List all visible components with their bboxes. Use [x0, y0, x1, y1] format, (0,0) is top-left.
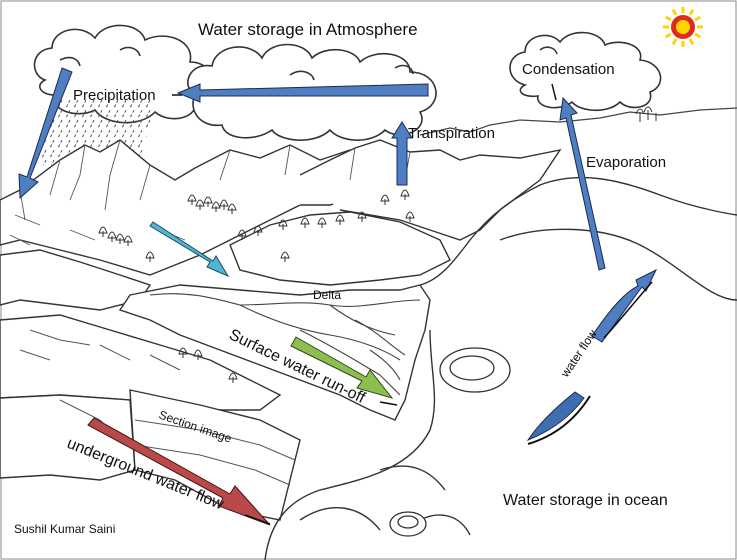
tree — [280, 251, 290, 262]
evaporation-label: Evaporation — [586, 154, 666, 171]
mountains — [0, 139, 562, 311]
ocean-label: Water storage in ocean — [503, 492, 668, 509]
tree — [357, 211, 367, 222]
ocean-coast — [264, 176, 737, 560]
transpiration-arrow — [391, 121, 413, 186]
river-basin — [118, 284, 431, 421]
tree — [237, 229, 247, 240]
tree — [380, 194, 390, 205]
tree — [123, 235, 133, 246]
pointer-lines — [172, 83, 557, 525]
rocks — [389, 347, 511, 537]
underground-flow-arrow — [87, 417, 271, 526]
transpiration-label: Transpiration — [408, 125, 495, 142]
trees — [98, 189, 415, 383]
tree — [335, 214, 345, 225]
delta-label: Delta — [313, 288, 341, 302]
condensation-label: Condensation — [522, 61, 615, 78]
tree — [98, 226, 108, 237]
ocean-water-flow-arrows — [526, 268, 658, 445]
surface-runoff-arrow — [290, 336, 394, 399]
section-layers — [19, 329, 296, 486]
precipitation-label: Precipitation — [73, 87, 156, 104]
tree — [178, 347, 188, 358]
precipitation-arrow — [18, 67, 73, 200]
tree — [145, 251, 155, 262]
author-credit: Sushil Kumar Saini — [14, 522, 115, 536]
tree — [115, 233, 125, 244]
cloud-right — [509, 31, 662, 112]
horizon-hills — [419, 107, 737, 136]
tree — [193, 349, 203, 360]
tree — [195, 199, 205, 210]
distant-trees — [635, 106, 657, 122]
atmosphere-flow-arrow — [176, 83, 429, 103]
tree — [400, 189, 410, 200]
tree — [278, 219, 288, 230]
atmosphere-label: Water storage in Atmosphere — [198, 20, 418, 39]
tree — [253, 225, 263, 236]
delta-channels — [149, 293, 421, 396]
tree — [300, 217, 310, 228]
tree — [405, 211, 415, 222]
lower-hills — [0, 314, 301, 521]
tree — [211, 201, 221, 212]
tree — [317, 217, 327, 228]
tree — [227, 203, 237, 214]
tree — [228, 372, 238, 383]
tree — [187, 194, 197, 205]
tree — [203, 196, 213, 207]
tree — [107, 231, 117, 242]
mountain-runoff-arrow — [149, 221, 230, 278]
evaporation-arrow — [559, 96, 606, 271]
sun-icon — [663, 7, 703, 47]
tree — [219, 199, 229, 210]
